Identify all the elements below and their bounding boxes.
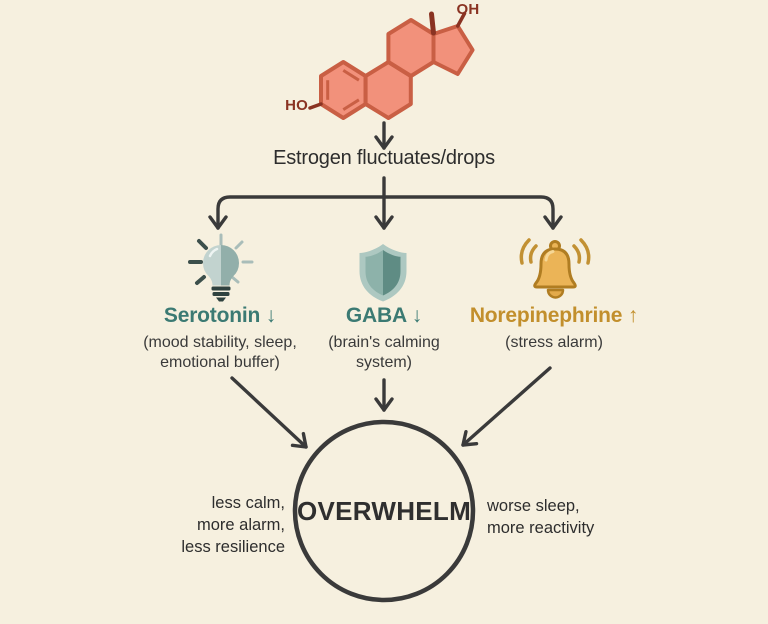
bell-highlight [544, 250, 555, 262]
bulb-glass-right [221, 245, 240, 286]
serotonin-subtitle: (mood stability, sleep, emotional buffer… [143, 334, 297, 372]
shield-right-half [383, 250, 401, 296]
overwhelm-circle [292, 419, 476, 603]
lightbulb-icon [188, 233, 254, 302]
overwhelm-right-note: worse sleep, more reactivity [487, 497, 595, 537]
shield-icon [359, 244, 407, 302]
molecule-ring-c [386, 18, 436, 78]
bulb-glass-left [202, 245, 221, 286]
shield-left-half [365, 250, 383, 296]
arrow-serotonin-to-overwhelm [230, 376, 308, 449]
bell-body [533, 247, 577, 289]
molecule-oh-label: OH [456, 1, 480, 18]
bulb-highlight [208, 247, 219, 258]
aromatic-double-bonds [326, 69, 360, 111]
molecule-ho-label: HO [285, 97, 308, 114]
gaba-title: GABA ↓ [345, 304, 423, 327]
norepinephrine-subtitle: (stress alarm) [505, 334, 603, 351]
norepinephrine-title: Norepinephrine ↑ [469, 304, 639, 327]
gaba-subtitle: (brain's calming system) [328, 334, 440, 372]
bell-sound-waves [519, 238, 591, 265]
bell-clapper [546, 288, 565, 299]
flow-arrows [208, 121, 563, 449]
bell-icon [519, 238, 591, 299]
molecule-ring-d [431, 24, 475, 76]
oh-bond [455, 11, 467, 28]
serotonin-title: Serotonin ↓ [163, 304, 277, 327]
estradiol-molecule [308, 11, 475, 120]
estrogen-label: Estrogen fluctuates/drops [273, 147, 495, 169]
arrow-norepinephrine-to-overwhelm [461, 366, 552, 447]
branch-rail [208, 195, 563, 230]
molecule-bonds [308, 11, 467, 110]
bulb-base [211, 286, 231, 302]
ho-bond [308, 102, 323, 110]
overwhelm-label: OVERWHELM [296, 496, 472, 526]
methyl-stub [429, 11, 436, 36]
overwhelm-left-note: less calm, more alarm, less resilience [181, 494, 285, 556]
